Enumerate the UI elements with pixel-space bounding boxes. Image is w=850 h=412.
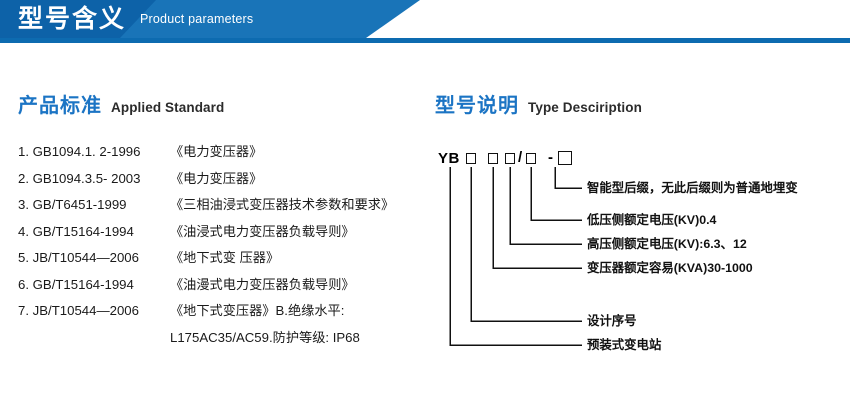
leader-line-4 [492,167,582,269]
list-item: 3. GB/T6451-1999 《三相油浸式变压器技术参数和要求》 [18,192,430,219]
applied-standard-heading-en: Applied Standard [111,100,225,115]
annotation-label-3: 高压侧额定电压(KV):6.3、12 [587,237,747,251]
model-code-row: YB / - [430,149,850,172]
standard-name: 《地下式变压器》B.绝缘水平: [170,303,345,318]
type-description-section: 型号说明 Type Desciription [430,46,850,412]
standard-code: 1. GB1094.1. 2-1996 [18,144,141,159]
standard-code: 5. JB/T10544—2006 [18,250,139,265]
code-box-2 [488,153,498,164]
leader-line-6 [449,167,582,346]
code-dash: - [548,149,553,166]
list-item: 2. GB1094.3.5- 2003 《电力变压器》 [18,166,430,193]
standard-code: 7. JB/T10544—2006 [18,303,139,318]
page-header: 型号含义 Product parameters [0,0,850,46]
list-item: 7. JB/T10544—2006 《地下式变压器》B.绝缘水平: [18,298,430,325]
type-description-heading: 型号说明 Type Desciription [435,96,642,116]
annotation-label-2: 低压侧额定电压(KV)0.4 [587,213,717,227]
leader-line-3 [509,167,582,245]
standards-list: 1. GB1094.1. 2-1996 《电力变压器》 2. GB1094.3.… [18,139,430,351]
list-item: 1. GB1094.1. 2-1996 《电力变压器》 [18,139,430,166]
standard-name: 《电力变压器》 [170,170,263,186]
code-box-1 [466,153,476,164]
annotation-label-5: 设计序号 [587,314,637,328]
standard-name: 《油漫式电力变压器负载导则》 [170,276,355,292]
applied-standard-section: 产品标准 Applied Standard 1. GB1094.1. 2-1996… [0,46,430,412]
standard-name: 《三相油浸式变压器技术参数和要求》 [170,197,395,212]
annotation-label-4: 变压器额定容易(KVA)30-1000 [587,261,753,275]
list-item: 4. GB/T15164-1994 《油浸式电力变压器负载导则》 [18,219,430,246]
standard-name: 《地下式变 压器》 [170,250,280,265]
header-divider-rule [0,38,850,43]
leader-lines-group [449,167,582,346]
list-item: 6. GB/T15164-1994 《油漫式电力变压器负载导则》 [18,272,430,299]
standard-code: 6. GB/T15164-1994 [18,276,134,292]
header-light-banner [120,0,420,38]
code-box-4 [526,153,536,164]
standard-code: 2. GB1094.3.5- 2003 [18,170,141,186]
standard-code: 4. GB/T15164-1994 [18,223,134,239]
applied-standard-heading: 产品标准 Applied Standard [18,96,224,116]
standard-code: 3. GB/T6451-1999 [18,197,127,212]
list-item: 5. JB/T10544—2006 《地下式变 压器》 [18,245,430,272]
annotation-label-6: 预装式变电站 [587,338,662,352]
annotation-label-1: 智能型后缀，无此后缀则为普通地埋变 [587,181,798,195]
leader-line-2 [530,167,582,221]
header-title-en: Product parameters [140,12,254,26]
code-slash: / [518,149,523,166]
type-description-heading-en: Type Desciription [528,100,642,115]
header-title-cn: 型号含义 [18,5,127,33]
type-description-heading-cn: 型号说明 [435,95,519,117]
content-area: 产品标准 Applied Standard 1. GB1094.1. 2-1996… [0,46,850,412]
leader-line-1 [554,167,582,189]
standard-name: 《油浸式电力变压器负载导则》 [170,223,355,239]
standard-continuation-line: L175AC35/AC59.防护等级: IP68 [170,329,360,345]
standard-name: 《电力变压器》 [170,144,263,159]
leader-line-5 [470,167,582,322]
model-code-diagram: YB / - 智能型后缀，无此后缀则为普通地埋变 低压侧额定电压(KV)0.4 … [430,46,850,412]
code-box-3 [505,153,515,164]
applied-standard-heading-cn: 产品标准 [18,95,102,117]
code-box-5 [558,151,572,165]
model-prefix-yb: YB [438,150,460,167]
